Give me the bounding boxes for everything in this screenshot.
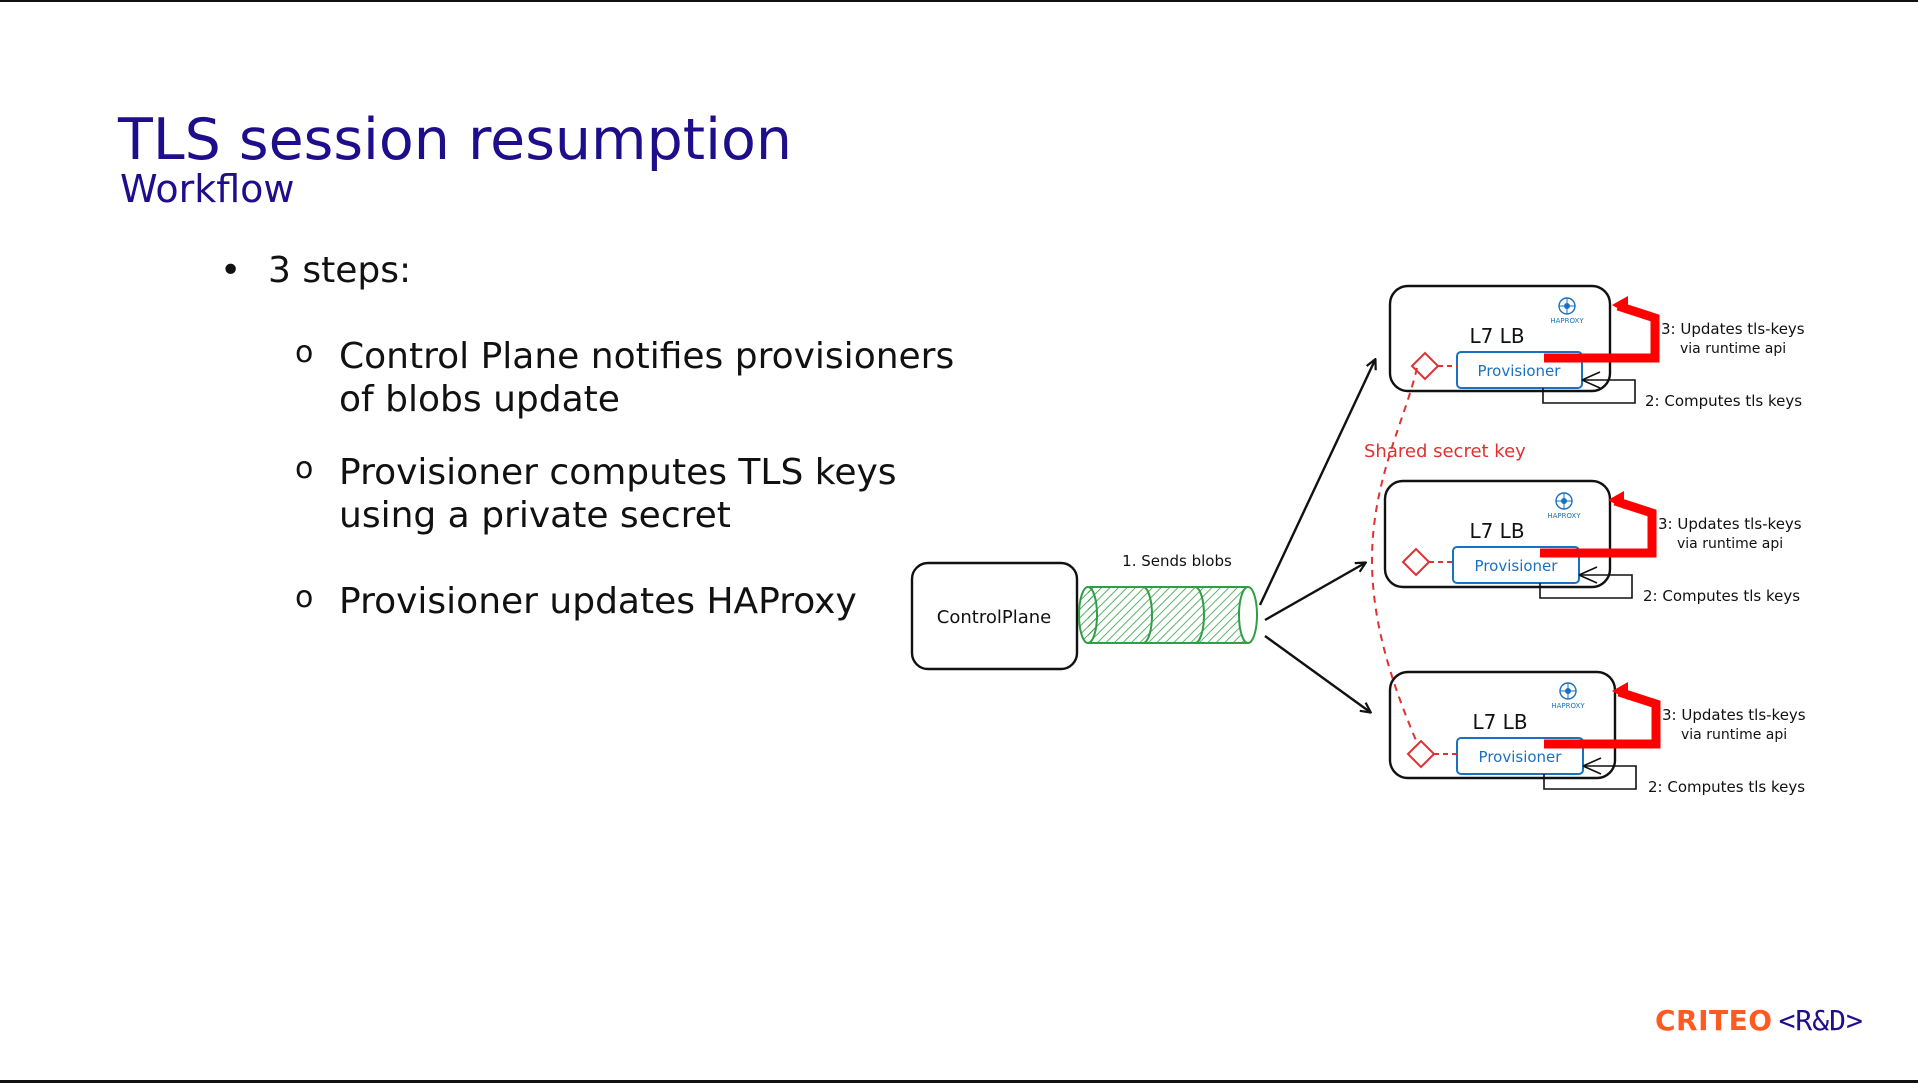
sub-bullet-3-line-1: Provisioner updates HAProxy — [339, 581, 857, 622]
provisioner-label: Provisioner — [1479, 748, 1563, 766]
update-red-arrow — [1544, 301, 1660, 363]
compute-loop-arrow — [1539, 574, 1633, 599]
updates-label-line-2: via runtime api — [1681, 727, 1787, 743]
slide-top-border — [0, 0, 1918, 2]
lb-box — [1383, 479, 1612, 589]
haproxy-label: HAPROXY — [1547, 512, 1581, 520]
lb-group-3: L7 LB HAPROXY Provisioner 3: Updates tls… — [1388, 670, 1806, 796]
lb-box — [1388, 670, 1617, 780]
blob-queue-cylinder — [1078, 586, 1258, 644]
lb-group-1: L7 LB HAPROXY Provisioner 3: Updates tls… — [1388, 284, 1805, 410]
haproxy-label: HAPROXY — [1551, 702, 1585, 710]
updates-label-line-1: 3: Updates tls-keys — [1661, 320, 1805, 338]
arrow-to-lb-2 — [1264, 563, 1365, 622]
computes-label: 2: Computes tls keys — [1643, 587, 1800, 605]
sub-bullet-1-line-1: Control Plane notifies provisioners — [339, 336, 955, 377]
sub-bullet-marker-icon: o — [295, 451, 314, 486]
criteo-logo-text: CRITEO — [1655, 1003, 1773, 1037]
computes-label: 2: Computes tls keys — [1645, 392, 1802, 410]
slide-subtitle: Workflow — [120, 167, 295, 211]
lb-group-2: L7 LB HAPROXY Provisioner 3: Updates tls… — [1383, 479, 1802, 605]
lb-label: L7 LB — [1469, 519, 1524, 543]
sends-blobs-label: 1. Sends blobs — [1122, 552, 1232, 570]
slide-title: TLS session resumption — [118, 107, 792, 173]
rnd-logo-text: <R&D> — [1778, 1003, 1863, 1037]
update-red-arrowhead-icon — [1612, 296, 1628, 314]
secret-diamond-icon — [1401, 547, 1431, 577]
arrow-to-lb-3 — [1264, 635, 1370, 712]
bullet-main-text: 3 steps: — [268, 250, 412, 291]
computes-label: 2: Computes tls keys — [1648, 778, 1805, 796]
haproxy-logo-icon — [1558, 297, 1576, 315]
lb-label: L7 LB — [1472, 710, 1527, 734]
lb-box — [1388, 284, 1612, 393]
footer-logo: CRITEO <R&D> — [1655, 1000, 1863, 1040]
compute-loop-arrow — [1543, 765, 1637, 790]
shared-secret-label: Shared secret key — [1364, 441, 1526, 462]
update-red-arrow — [1540, 496, 1657, 558]
lb-label: L7 LB — [1469, 324, 1524, 348]
secret-diamond-icon — [1406, 739, 1436, 769]
updates-label-line-2: via runtime api — [1677, 536, 1783, 552]
control-plane-box — [910, 561, 1079, 671]
shared-secret-dashed-line — [1370, 367, 1419, 746]
update-red-arrow — [1544, 687, 1661, 749]
update-red-arrowhead-icon — [1608, 491, 1624, 509]
haproxy-label: HAPROXY — [1550, 317, 1584, 325]
updates-label-line-2: via runtime api — [1680, 341, 1786, 357]
haproxy-logo-icon — [1559, 682, 1577, 700]
provisioner-label: Provisioner — [1478, 362, 1562, 380]
arrow-to-lb-1 — [1258, 360, 1375, 606]
sub-bullet-marker-icon: o — [295, 335, 314, 370]
updates-label-line-1: 3: Updates tls-keys — [1658, 515, 1802, 533]
slide-bottom-border — [0, 1080, 1918, 1083]
provisioner-label: Provisioner — [1475, 557, 1559, 575]
haproxy-logo-icon — [1555, 492, 1573, 510]
update-red-arrowhead-icon — [1612, 682, 1628, 700]
control-plane-label: ControlPlane — [937, 607, 1051, 628]
sub-bullet-2-line-1: Provisioner computes TLS keys — [339, 452, 897, 493]
secret-diamond-icon — [1410, 351, 1440, 381]
sub-bullet-1-line-2: of blobs update — [339, 379, 620, 420]
sub-bullet-marker-icon: o — [295, 580, 314, 615]
bullet-dot-icon: • — [220, 250, 242, 291]
sub-bullet-2-line-2: using a private secret — [339, 495, 731, 536]
updates-label-line-1: 3: Updates tls-keys — [1662, 706, 1806, 724]
compute-loop-arrow — [1542, 379, 1636, 404]
